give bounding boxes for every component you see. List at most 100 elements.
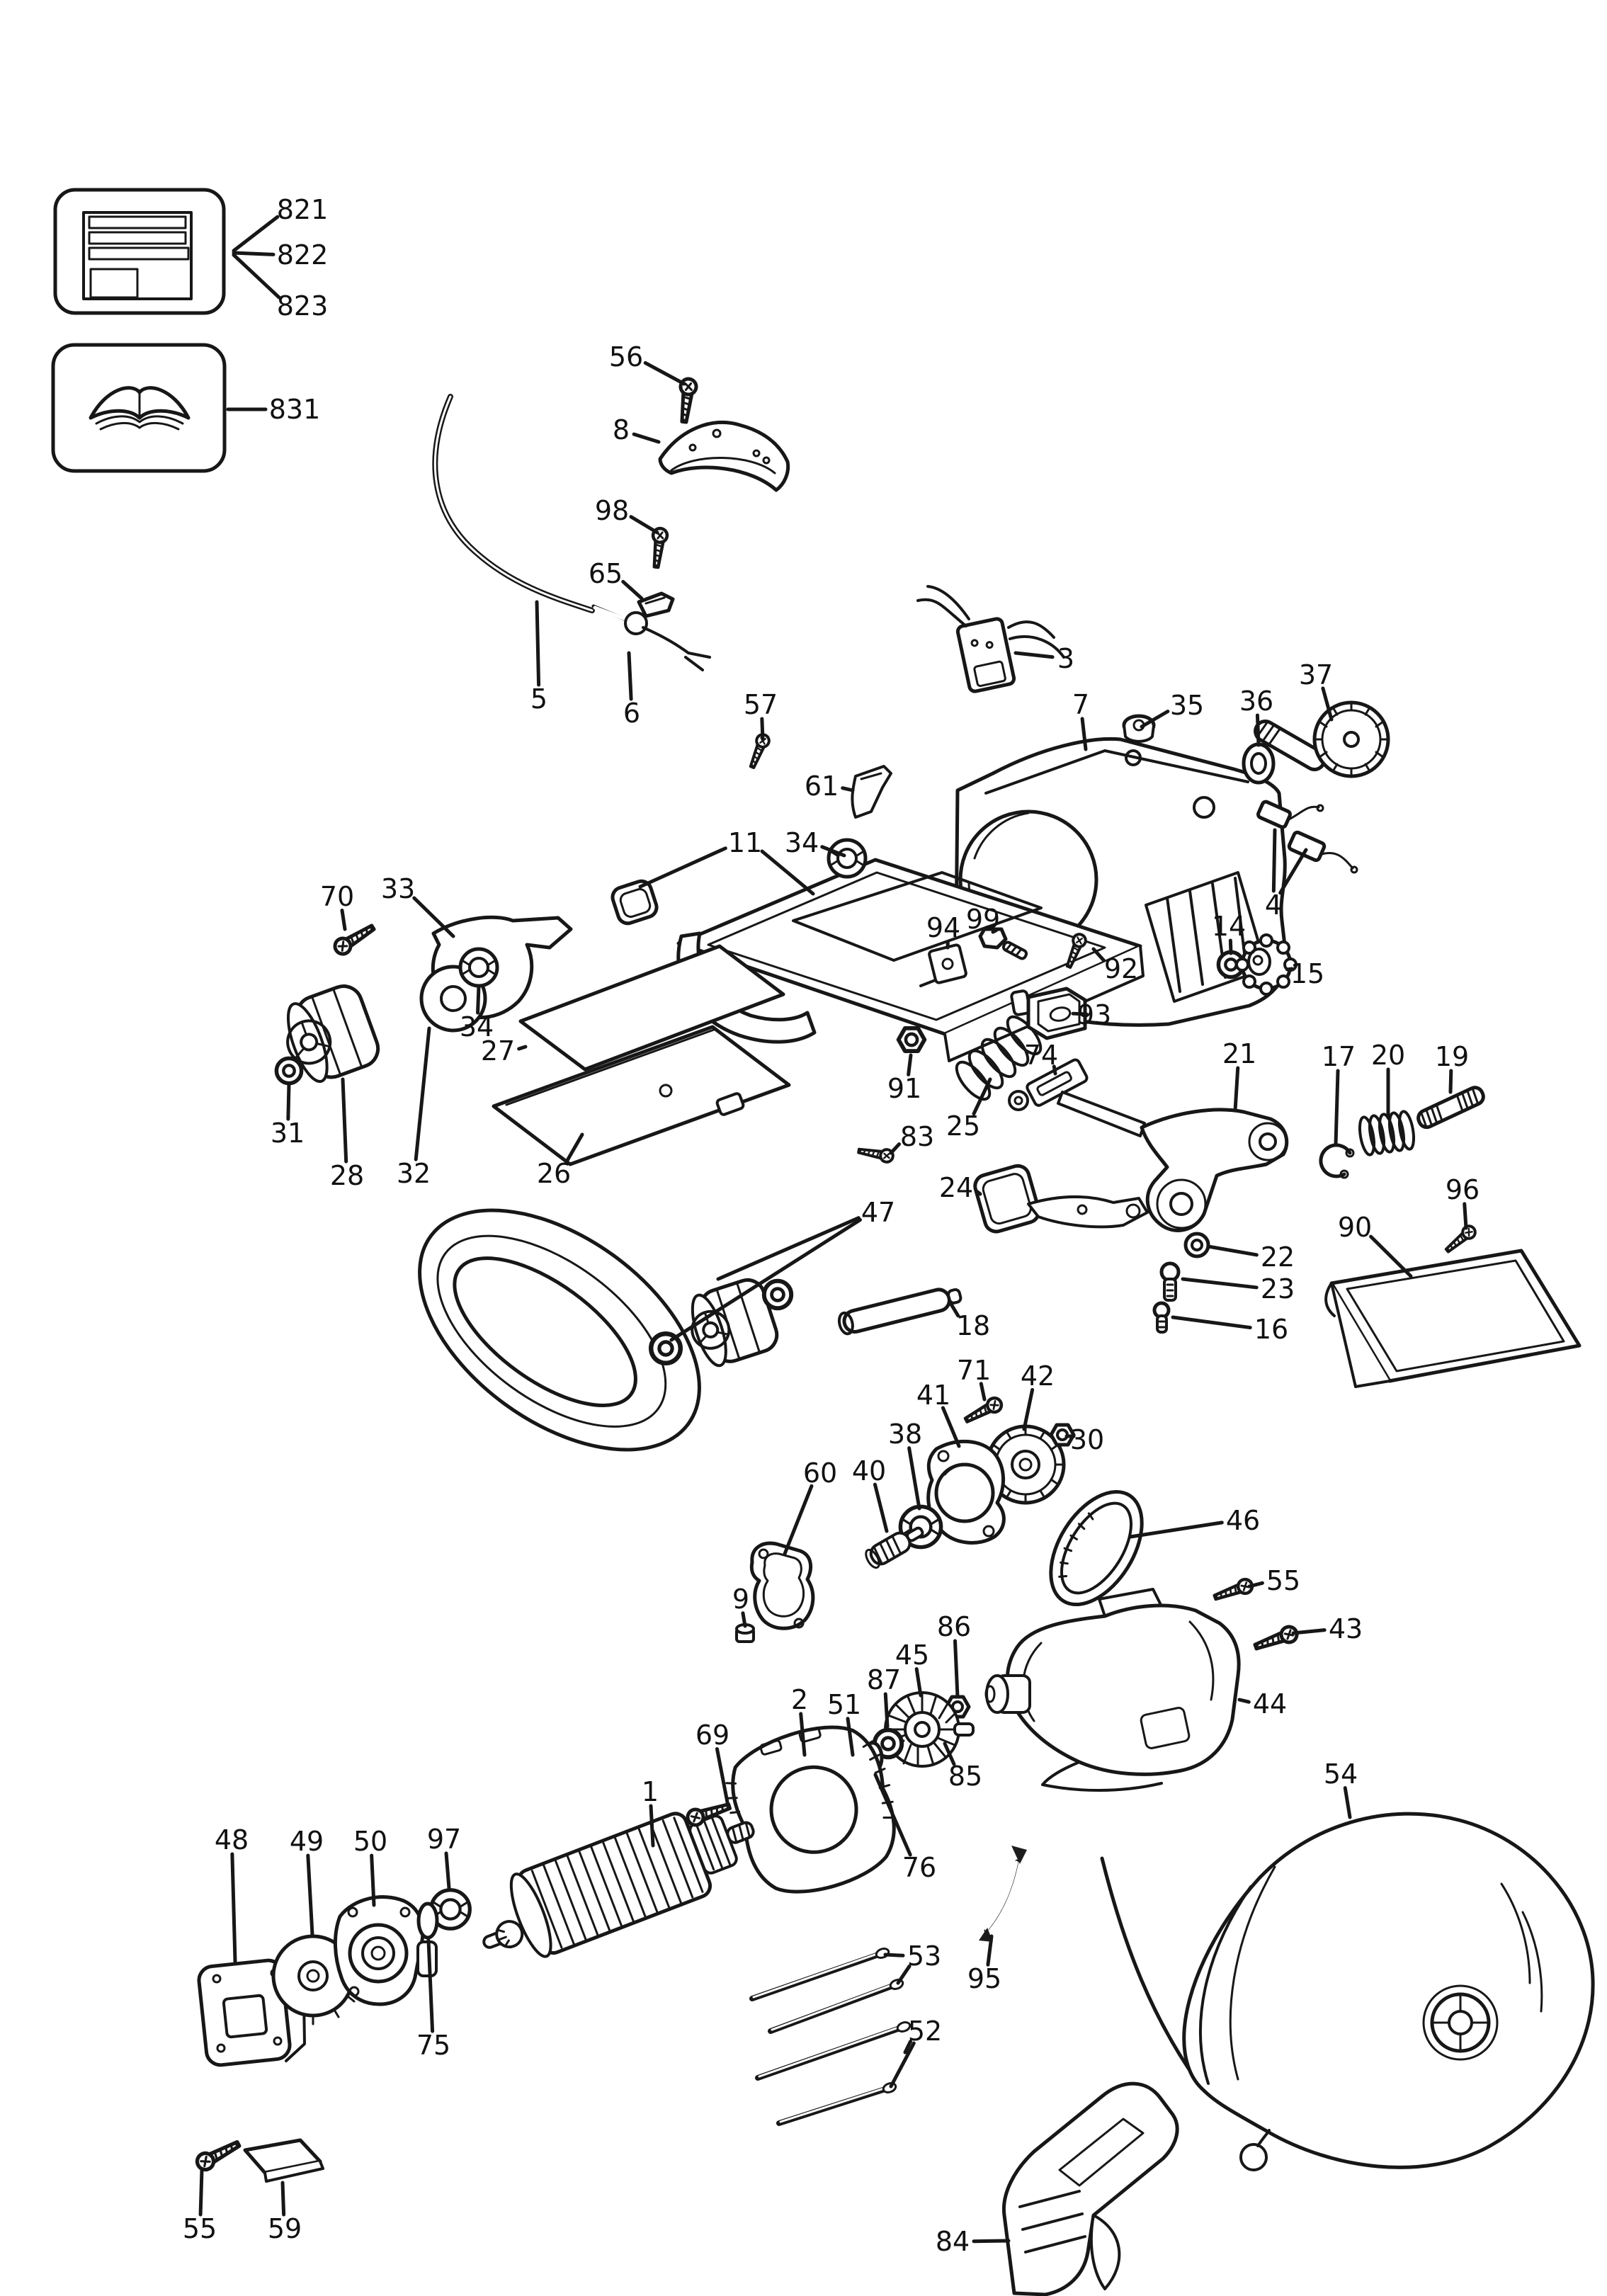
screw-83 [858,1144,894,1163]
leader-line-33 [412,896,455,938]
leader-line-26 [564,1132,584,1164]
leader-line-60 [783,1484,814,1556]
rear-roller-47 [651,1278,791,1368]
base-plate-26 [492,1025,791,1166]
leader-line-32 [414,1026,431,1161]
leader-line-31 [286,1081,291,1121]
leader-line-85 [943,1741,956,1766]
clamp-93 [1010,987,1087,1040]
part-label-3: 3 [1057,643,1074,674]
leader-line-57 [760,717,765,741]
part-label-35: 35 [1170,690,1204,721]
leader-line-95 [986,1934,994,1967]
part-label-2: 2 [791,1684,808,1715]
field-stator-2 [725,1725,896,1894]
part-label-1: 1 [642,1776,659,1807]
leader-line-43 [1291,1628,1327,1635]
part-label-61: 61 [805,771,839,802]
leader-line-25 [972,1077,992,1116]
part-label-38: 38 [888,1419,922,1450]
screw-56 [676,378,697,423]
leader-line-48 [230,1852,237,1964]
leader-line-47 [716,1216,861,1281]
leader-line-74 [1052,1064,1057,1076]
part-label-4: 4 [1265,890,1282,921]
leader-line-53 [896,1964,912,1985]
part-label-28: 28 [330,1160,364,1191]
bearing-housing-50 [334,1895,438,2006]
part-label-45: 45 [895,1639,929,1671]
book-icon [89,386,191,431]
part-label-37: 37 [1299,659,1333,690]
screw-96 [1443,1224,1478,1256]
leader-line-52 [889,2041,916,2088]
leader-line-17 [1334,1069,1340,1147]
part-label-65: 65 [589,558,623,589]
leader-line-50 [370,1853,376,1907]
part-label-14: 14 [1212,911,1246,942]
bearing-34a [829,840,865,877]
part-label-98: 98 [595,495,629,526]
leader-line-65 [621,579,644,601]
leader-line-21 [1233,1066,1240,1113]
leader-line-70 [340,908,347,931]
part-label-46: 46 [1226,1505,1260,1536]
strain-relief [591,604,648,635]
leader-line-37 [1321,686,1334,722]
part-label-9: 9 [732,1584,749,1615]
part-label-93: 93 [1077,999,1111,1030]
nut-91 [899,1028,925,1051]
part-label-95: 95 [967,1963,1001,1994]
part-label-69: 69 [695,1720,729,1751]
screw-70 [332,921,377,957]
part-label-831: 831 [269,394,321,425]
part-label-97: 97 [427,1824,461,1855]
part-label-34b: 34 [460,1011,494,1042]
part-label-31: 31 [271,1118,305,1149]
part-label-96: 96 [1446,1174,1480,1205]
gear-shaft-37 [1254,700,1390,778]
spring-25 [955,1015,1043,1101]
armature-1 [482,1812,755,1958]
brush-rods-52 [755,2021,912,2126]
spring-20 [1358,1110,1416,1156]
leader-line-24 [975,1189,982,1196]
leader-line-22 [1206,1244,1259,1257]
circlip-17 [1319,1143,1355,1179]
part-label-90: 90 [1338,1212,1372,1243]
leader-line-44 [1237,1698,1251,1704]
leader-line-93 [1071,1011,1089,1016]
part-label-34a: 34 [785,827,819,858]
nozzle-84 [1001,2081,1179,2296]
screw-55b [194,2137,242,2172]
part-label-8: 8 [613,414,630,445]
leader-line-9 [741,1611,747,1628]
part-label-23: 23 [1261,1273,1295,1305]
leader-line-35 [1140,709,1170,729]
leader-line-5 [535,600,541,687]
part-label-26: 26 [537,1158,571,1189]
part-label-22: 22 [1261,1241,1295,1273]
part-label-17: 17 [1322,1041,1356,1072]
part-label-94: 94 [926,912,960,943]
leader-line-51 [846,1717,855,1757]
leader-line-822 [232,251,276,256]
leader-line-821 [232,215,280,253]
leader-line-2 [799,1712,807,1757]
leader-line-86 [953,1639,960,1699]
leader-line-83 [889,1142,902,1155]
leader-line-55b [198,2168,204,2217]
sanding-belt [418,1208,701,1452]
leader-line-87 [883,1692,890,1729]
part-label-84: 84 [936,2226,970,2257]
flat-spring-95 [979,1846,1027,1942]
part-label-91: 91 [887,1073,921,1104]
part-label-83: 83 [900,1121,934,1152]
nameplate-box [53,188,226,315]
leader-line-3 [1013,651,1055,659]
part-label-49: 49 [290,1826,324,1857]
dust-bag-54 [1100,1812,1595,2171]
part-label-70: 70 [320,881,354,912]
